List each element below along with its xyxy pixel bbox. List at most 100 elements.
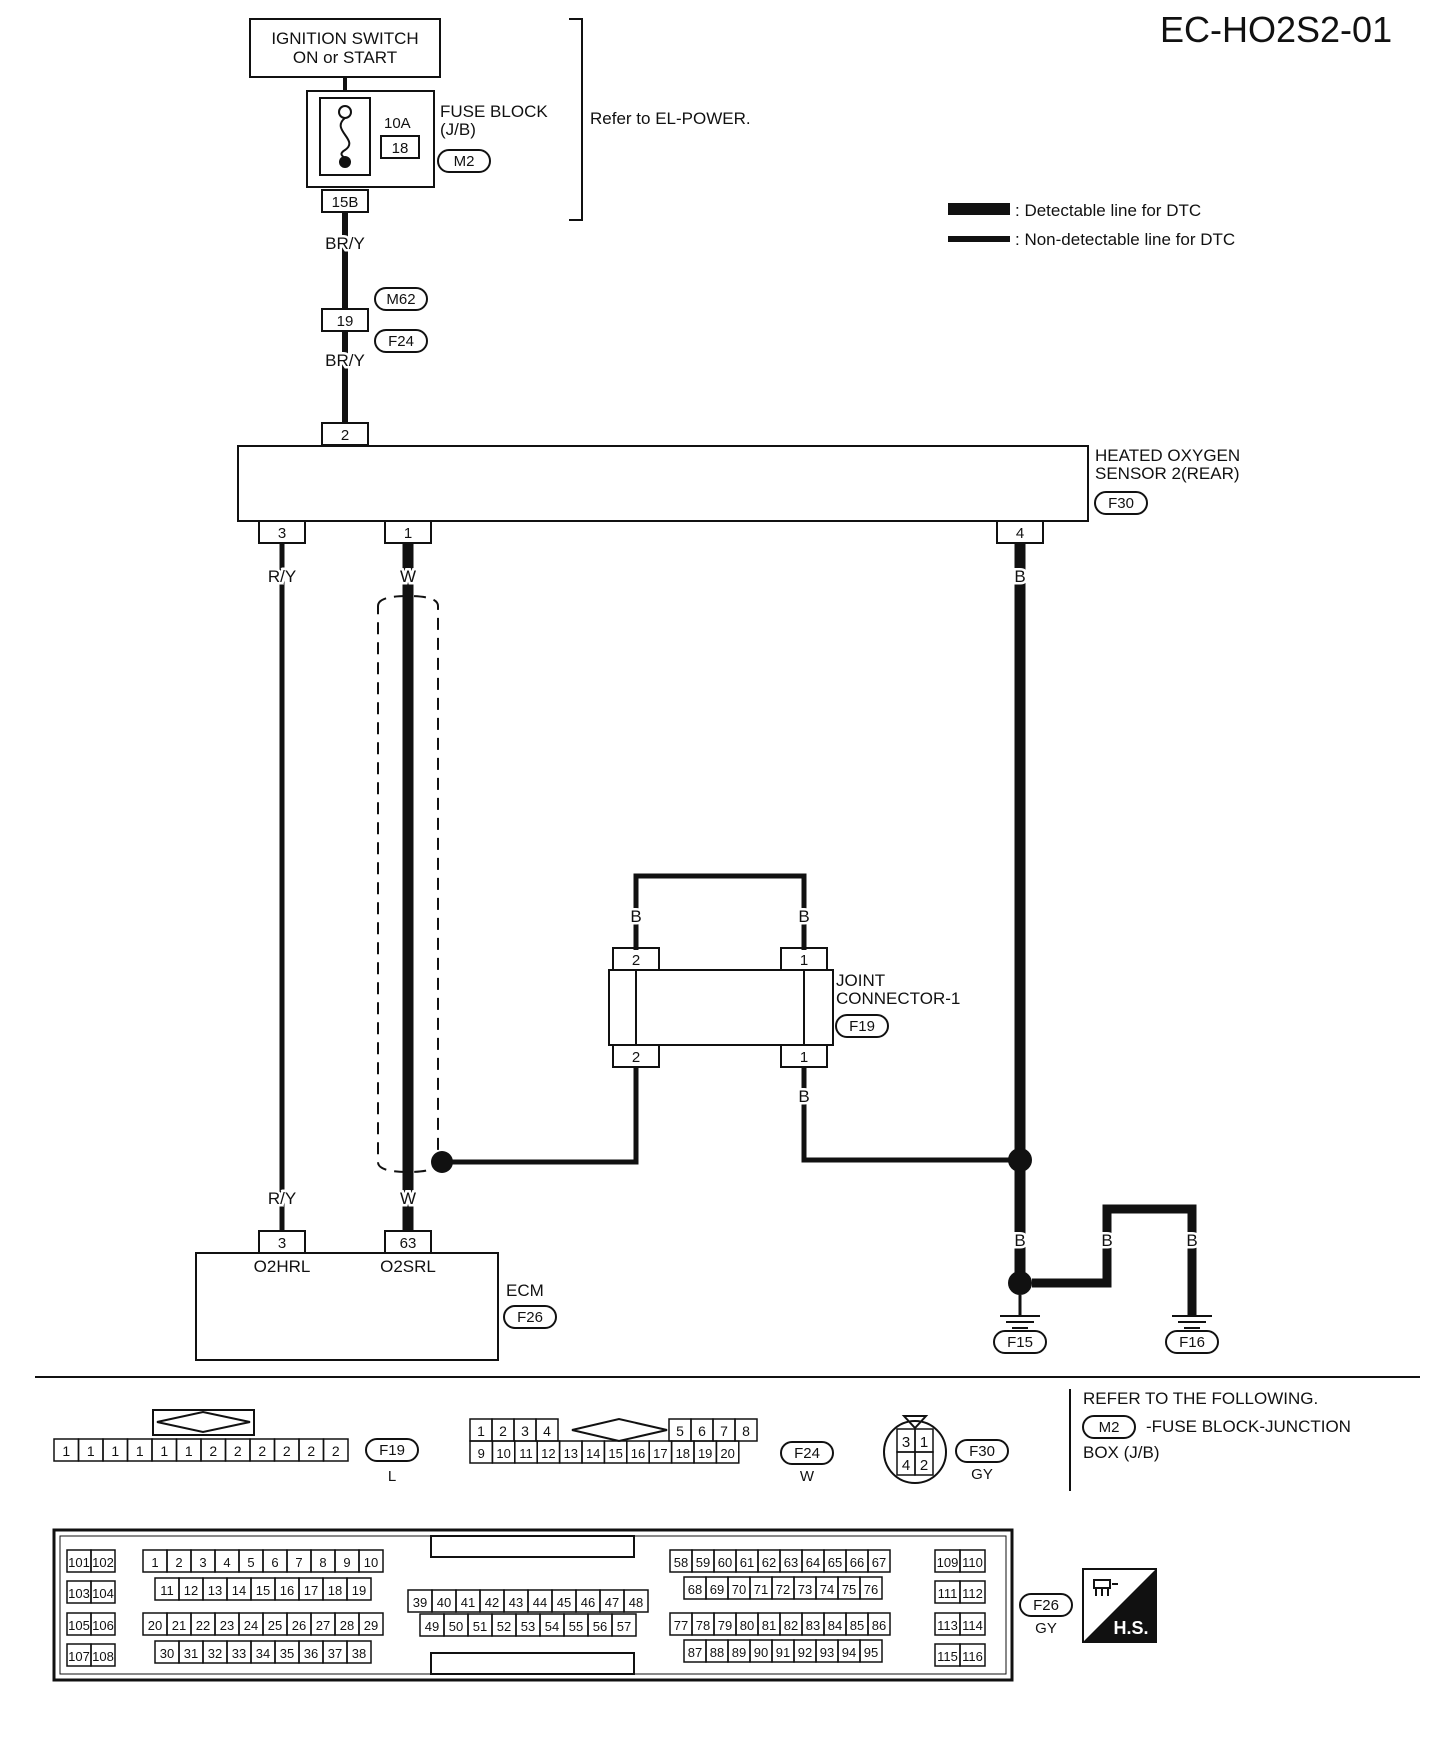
- f26-pin: 115: [937, 1649, 958, 1664]
- f26-pin: 76: [864, 1582, 878, 1597]
- f19-pin: 1: [87, 1443, 95, 1459]
- f24-pin: 17: [653, 1446, 667, 1461]
- f30-pin: 1: [920, 1434, 928, 1451]
- f26-pin: 102: [92, 1555, 114, 1570]
- f24-pin: 5: [676, 1423, 684, 1439]
- f26-pin-box: [867, 1612, 891, 1636]
- f24-pin: 9: [478, 1446, 485, 1461]
- f26-pin: 94: [842, 1645, 856, 1660]
- f26-pin: 19: [352, 1583, 366, 1598]
- f26-pin: 49: [425, 1619, 439, 1634]
- legend-detectable-swatch: [948, 203, 1010, 215]
- f26-pin: 31: [184, 1646, 198, 1661]
- f26-pin: 20: [148, 1618, 162, 1633]
- joint-bottom-pin-2: 2: [632, 1049, 640, 1066]
- f26-pin: 90: [754, 1645, 768, 1660]
- f26-pin: 48: [629, 1595, 643, 1610]
- diagram-id: EC-HO2S2-01: [1160, 9, 1392, 50]
- f26-pin: 66: [850, 1555, 864, 1570]
- f19-pin: 1: [185, 1443, 193, 1459]
- f30-footer-color: GY: [971, 1466, 993, 1483]
- f26-pin: 72: [776, 1582, 790, 1597]
- f26-pin-box: [358, 1549, 384, 1573]
- f26-footer-color: GY: [1035, 1620, 1057, 1637]
- f26-pin: 81: [762, 1618, 776, 1633]
- f26-pin-box: [90, 1549, 116, 1573]
- f26-pin-box: [611, 1613, 637, 1637]
- f26-pin: 93: [820, 1645, 834, 1660]
- f26-pin: 87: [688, 1645, 702, 1660]
- f26-pin-box: [859, 1639, 883, 1663]
- f26-pin: 108: [92, 1649, 114, 1664]
- fuse-amp: 10A: [384, 115, 411, 132]
- f30-pin: 4: [902, 1457, 910, 1474]
- f26-pin: 91: [776, 1645, 790, 1660]
- shield-drain-node: [431, 1151, 453, 1173]
- f26-pin-box: [867, 1549, 891, 1573]
- f24-pin: 15: [608, 1446, 622, 1461]
- f26-pin: 71: [754, 1582, 768, 1597]
- f26-pin: 8: [319, 1555, 326, 1570]
- f26-pin: 67: [872, 1555, 886, 1570]
- f26-pin-box: [959, 1580, 986, 1604]
- ecm-label: ECM: [506, 1281, 544, 1300]
- f30-pin: 3: [902, 1434, 910, 1451]
- f26-pin: 26: [292, 1618, 306, 1633]
- f26-pin: 22: [196, 1618, 210, 1633]
- f26-pin: 83: [806, 1618, 820, 1633]
- f24-pin: 7: [720, 1423, 728, 1439]
- f19-footer-id: F19: [379, 1442, 405, 1459]
- f26-pin-box: [346, 1640, 372, 1664]
- f26-pin: 4: [223, 1555, 230, 1570]
- f26-pin: 70: [732, 1582, 746, 1597]
- f26-key-top: [430, 1535, 635, 1558]
- f30-footer-oval: [955, 1439, 1009, 1463]
- f19-pin-box: [322, 1438, 349, 1462]
- fuse-inner-box: [319, 97, 371, 176]
- legend-nondetectable-swatch: [948, 236, 1010, 242]
- f26-pin: 78: [696, 1618, 710, 1633]
- f26-pin: 23: [220, 1618, 234, 1633]
- f30-key: [901, 1415, 929, 1430]
- ground-f15-label: F15: [1007, 1334, 1033, 1351]
- f19-key: [152, 1409, 255, 1436]
- ecm-signal-o2hrl: O2HRL: [254, 1257, 311, 1276]
- f26-pin: 42: [485, 1595, 499, 1610]
- f26-pin: 110: [962, 1555, 983, 1570]
- ecm-connector-oval: [503, 1305, 557, 1329]
- joint-top-pin-1: 1: [800, 952, 808, 969]
- f30-pin: 2: [920, 1457, 928, 1474]
- f26-pin: 17: [304, 1583, 318, 1598]
- f26-pin: 77: [674, 1618, 688, 1633]
- hs-harness-icon: [1093, 1579, 1118, 1596]
- f24-footer-id: F24: [794, 1445, 820, 1462]
- wire-ground-f16: [1032, 1204, 1197, 1316]
- f26-pin: 24: [244, 1618, 258, 1633]
- legend-detectable-label: : Detectable line for DTC: [1015, 201, 1201, 220]
- f26-pin: 50: [449, 1619, 463, 1634]
- ignition-switch-line2: ON or START: [293, 48, 397, 67]
- f26-pin: 55: [569, 1619, 583, 1634]
- f26-pin: 28: [340, 1618, 354, 1633]
- f26-connector-face: [52, 1528, 1014, 1682]
- f26-pin: 1: [151, 1555, 158, 1570]
- joint-bottom-pin-2-box: [612, 1044, 660, 1068]
- f26-pin: 12: [184, 1583, 198, 1598]
- f26-pin: 2: [175, 1555, 182, 1570]
- joint-connector-box: [608, 969, 834, 1046]
- f26-pin: 13: [208, 1583, 222, 1598]
- sensor-label2: SENSOR 2(REAR): [1095, 464, 1240, 483]
- f26-pin: 53: [521, 1619, 535, 1634]
- ground-f16-label: F16: [1179, 1334, 1205, 1351]
- f26-footer-id: F26: [1033, 1597, 1059, 1614]
- refer-box-line1: REFER TO THE FOLLOWING.: [1083, 1389, 1318, 1408]
- f26-pin: 112: [962, 1586, 983, 1601]
- f26-pin: 36: [304, 1646, 318, 1661]
- f26-pin: 54: [545, 1619, 559, 1634]
- f26-pin: 7: [295, 1555, 302, 1570]
- ground-f16-wire-b2: B: [1186, 1231, 1197, 1250]
- f26-pin: 113: [937, 1618, 958, 1633]
- wire-joint-top-loop: [633, 873, 807, 950]
- sensor-pin-2: 2: [341, 427, 349, 444]
